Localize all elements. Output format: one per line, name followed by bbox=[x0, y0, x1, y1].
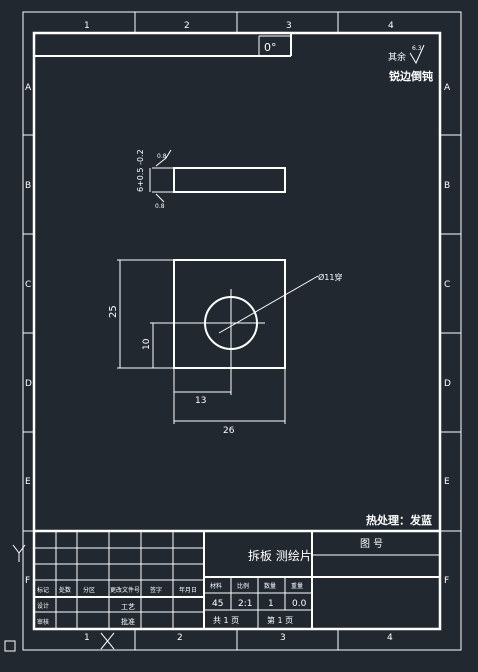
rev-header-mark: 标记 bbox=[37, 586, 49, 594]
zone-letter-left-b: B bbox=[25, 181, 31, 191]
front-view-plate[interactable] bbox=[173, 259, 286, 369]
hole-label: Ø11穿 bbox=[318, 272, 342, 282]
zone-num-top-3: 3 bbox=[286, 21, 292, 31]
edge-note: 锐边倒钝 bbox=[389, 69, 433, 83]
prop-header-weight: 重量 bbox=[291, 582, 303, 590]
top-strip bbox=[34, 33, 292, 57]
zone-letter-right-f: F bbox=[444, 576, 449, 586]
dim-hole-x: 13 bbox=[195, 396, 206, 406]
drawing-no-label: 图 号 bbox=[360, 538, 383, 550]
flatness-value-top: 0.8 bbox=[157, 153, 167, 160]
dim-hole-y: 10 bbox=[142, 338, 152, 350]
heat-treatment-note: 热处理：发蓝 bbox=[366, 513, 432, 527]
zone-letter-right-a: A bbox=[444, 83, 451, 93]
prop-value-qty: 1 bbox=[268, 599, 274, 609]
ucs-icon bbox=[4, 544, 115, 652]
dim-width: 26 bbox=[223, 426, 235, 436]
zone-letter-right-c: C bbox=[444, 280, 450, 290]
row-review: 审核 bbox=[37, 618, 49, 626]
part-name: 拆板 测绘片 bbox=[248, 548, 312, 563]
prop-value-scale: 2:1 bbox=[238, 599, 252, 609]
zone-num-top-1: 1 bbox=[84, 21, 90, 31]
rev-header-zone: 分区 bbox=[83, 586, 95, 594]
title-block bbox=[34, 529, 440, 629]
hole-leader bbox=[218, 275, 319, 334]
side-view-plate[interactable] bbox=[173, 167, 286, 193]
rev-header-count: 处数 bbox=[59, 586, 71, 594]
zone-letter-right-b: B bbox=[444, 181, 450, 191]
zone-letter-left-c: C bbox=[25, 280, 31, 290]
zone-letter-right-d: D bbox=[444, 379, 451, 389]
row-approve: 批准 bbox=[121, 617, 135, 626]
row-process: 工艺 bbox=[121, 603, 135, 611]
prop-value-weight: 0.0 bbox=[292, 599, 307, 609]
prop-header-qty: 数量 bbox=[264, 582, 276, 590]
zone-num-bottom-4: 4 bbox=[387, 633, 393, 643]
surface-note-prefix: 其余 bbox=[388, 51, 406, 63]
zone-letter-left-e: E bbox=[25, 477, 31, 487]
rev-header-date: 年月日 bbox=[179, 586, 197, 594]
flatness-leader-top bbox=[155, 149, 172, 167]
zone-num-top-4: 4 bbox=[388, 21, 394, 31]
dim-height: 25 bbox=[108, 305, 119, 318]
zone-letter-right-e: E bbox=[444, 477, 450, 487]
sheets-total: 共 1 页 bbox=[213, 616, 239, 625]
flatness-value-bottom: 0.8 bbox=[155, 203, 165, 210]
roughness-icon bbox=[409, 44, 425, 65]
prop-header-scale: 比例 bbox=[237, 582, 249, 590]
zone-letter-left-f: F bbox=[25, 576, 30, 586]
rev-header-doc: 更改文件号 bbox=[110, 586, 140, 594]
zone-num-top-2: 2 bbox=[184, 21, 190, 31]
zone-num-bottom-2: 2 bbox=[177, 633, 183, 643]
rev-header-sign: 签字 bbox=[150, 586, 162, 594]
sheet-number: 第 1 页 bbox=[267, 615, 293, 625]
outer-border bbox=[22, 11, 462, 651]
zone-num-bottom-1: 1 bbox=[84, 633, 90, 643]
prop-value-material: 45 bbox=[212, 599, 223, 609]
zone-letter-left-a: A bbox=[25, 83, 32, 93]
zone-num-bottom-3: 3 bbox=[280, 633, 286, 643]
surface-roughness-value: 6.3 bbox=[412, 45, 422, 52]
zone-letter-left-d: D bbox=[25, 379, 32, 389]
angle-box-label: 0° bbox=[264, 41, 277, 54]
thickness-tolerance: 6+0.5 -0.2 bbox=[136, 149, 145, 192]
row-design: 设计 bbox=[37, 602, 49, 610]
flatness-leader-bottom bbox=[155, 193, 165, 203]
prop-header-material: 材料 bbox=[210, 582, 222, 590]
zone-ticks bbox=[23, 12, 461, 650]
